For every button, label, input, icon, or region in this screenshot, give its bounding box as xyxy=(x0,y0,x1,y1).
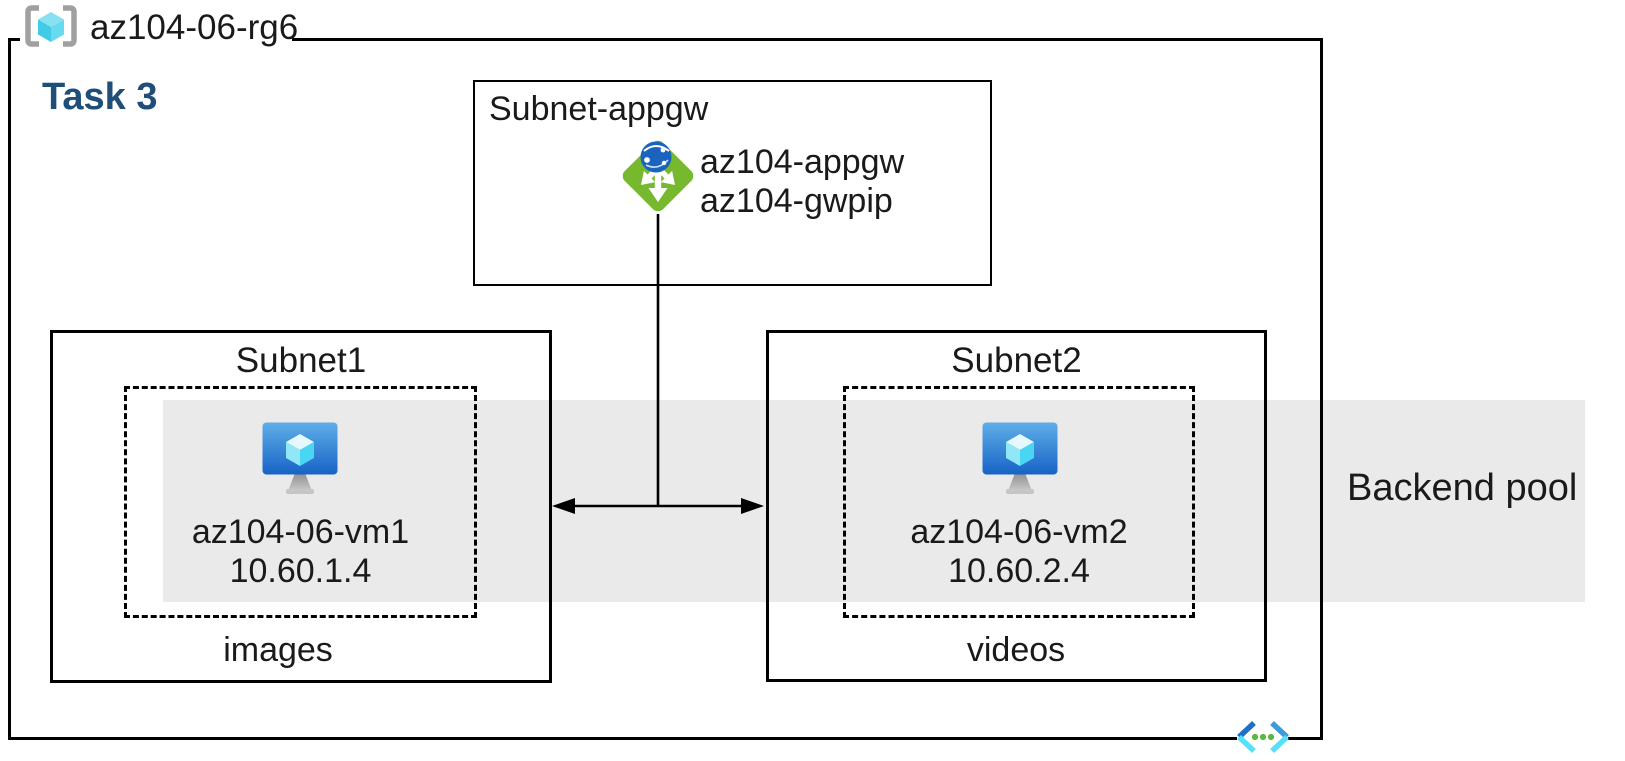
border-gap-mask xyxy=(20,32,292,46)
subnet1-storage-label: images xyxy=(223,631,333,669)
subnet2-title: Subnet2 xyxy=(951,341,1082,380)
subnet2-backend-dashed-box xyxy=(843,386,1195,618)
subnet1-box: Subnet1 xyxy=(50,330,552,683)
application-gateway-icon xyxy=(622,140,694,212)
subnet-appgw-box: Subnet-appgw xyxy=(473,80,992,286)
backend-pool-band xyxy=(163,400,1585,602)
vm1-ip: 10.60.1.4 xyxy=(229,552,372,590)
virtual-machine-icon xyxy=(262,422,338,494)
subnet-appgw-title: Subnet-appgw xyxy=(489,90,709,128)
resource-group-name: az104-06-rg6 xyxy=(90,8,299,47)
backend-pool-label: Backend pool xyxy=(1347,467,1578,509)
appgw-name: az104-appgw xyxy=(700,143,905,181)
task-label: Task 3 xyxy=(42,76,158,118)
virtual-network-icon xyxy=(1237,719,1289,757)
appgw-labels: az104-appgw az104-gwpip xyxy=(700,143,904,221)
subnet1-backend-dashed-box xyxy=(124,386,477,618)
vm1-labels: az104-06-vm1 10.60.1.4 xyxy=(124,513,477,591)
vm1-name: az104-06-vm1 xyxy=(191,513,410,551)
vm2-name: az104-06-vm2 xyxy=(910,513,1128,551)
virtual-machine-icon xyxy=(982,422,1058,494)
vm2-labels: az104-06-vm2 10.60.2.4 xyxy=(843,513,1195,591)
resource-group-icon xyxy=(25,5,77,47)
subnet2-box: Subnet2 xyxy=(766,330,1267,682)
resource-group-box xyxy=(8,38,1323,740)
vm2-ip: 10.60.2.4 xyxy=(948,552,1090,590)
appgw-public-ip: az104-gwpip xyxy=(700,182,893,220)
subnet1-title: Subnet1 xyxy=(235,341,367,380)
subnet2-storage-label: videos xyxy=(966,631,1066,669)
